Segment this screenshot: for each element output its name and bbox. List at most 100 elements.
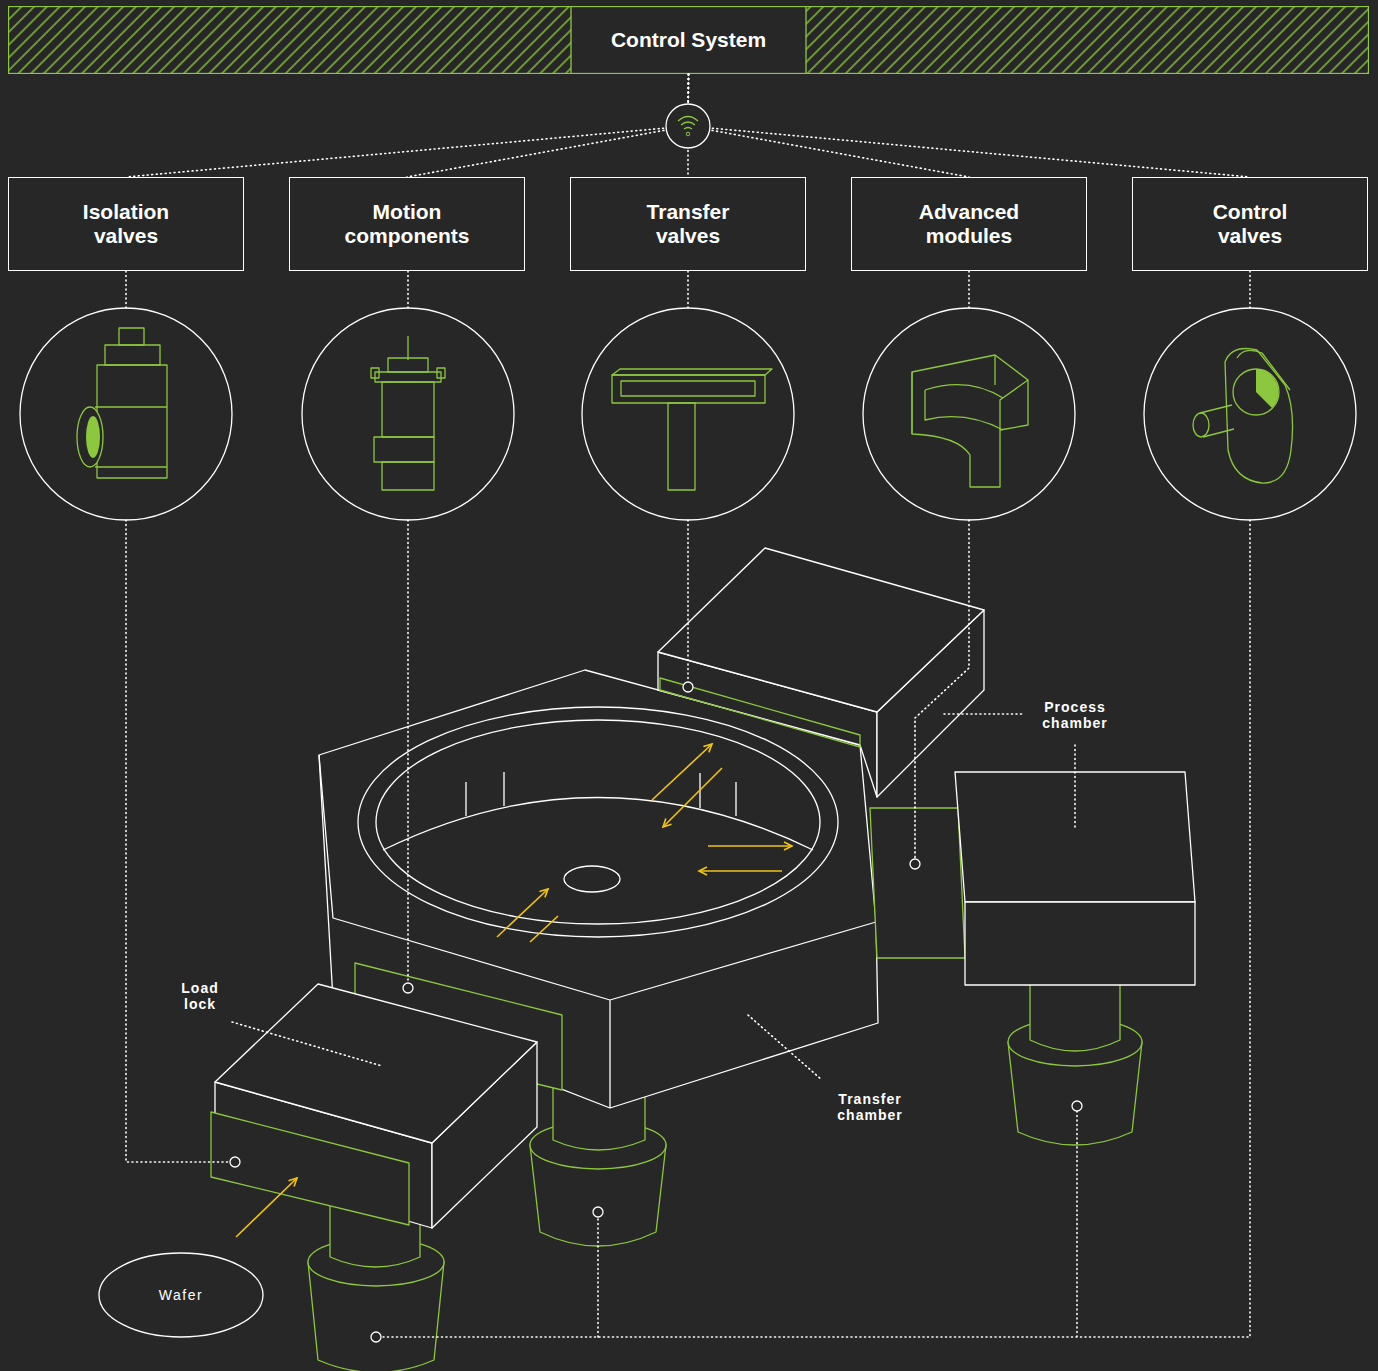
dotted-connector <box>688 74 1250 177</box>
ellipse-shape <box>99 1253 263 1337</box>
transfer-valve-icon <box>612 369 772 490</box>
upper-process-chamber <box>658 548 984 712</box>
control-valve-icon <box>1200 405 1234 437</box>
title-holder: Control System <box>571 6 806 74</box>
leader-lines <box>126 520 229 1162</box>
component-circles <box>863 308 1075 520</box>
component-box: Transfer valves <box>570 177 806 271</box>
motion-arrows <box>236 744 792 1237</box>
right-process-chamber <box>870 772 1195 985</box>
motion-arrows <box>663 768 722 827</box>
connection-points <box>230 1157 240 1167</box>
wifi-symbol <box>684 128 692 130</box>
node-label: Isolation valves <box>83 200 169 248</box>
transfer-chamber <box>376 720 820 924</box>
connection-points <box>593 1207 603 1217</box>
wifi-symbol <box>678 117 698 122</box>
motion-component-icon <box>388 358 428 372</box>
load-lock <box>211 1112 409 1225</box>
leader-lines <box>381 520 1250 1337</box>
transfer-chamber <box>564 866 620 892</box>
load-lock-pedestal <box>308 1205 444 1371</box>
process-pedestal <box>1030 980 1120 1051</box>
component-box: Isolation valves <box>8 177 244 271</box>
component-circles <box>582 308 794 520</box>
upper-process-chamber <box>660 678 860 747</box>
connection-points <box>230 682 1082 1342</box>
right-process-chamber <box>870 808 965 958</box>
connection-points <box>1072 1101 1082 1111</box>
leader-lines <box>915 520 969 859</box>
advanced-module-icon <box>912 355 1028 487</box>
motion-component-icon <box>374 437 434 462</box>
advanced-module-icon <box>912 372 1003 434</box>
part-label: Load lock <box>181 980 218 1012</box>
isolation-valve-icon <box>86 416 100 458</box>
node-label: Control valves <box>1213 200 1288 248</box>
leader-lines <box>748 1015 822 1080</box>
leader-lines <box>944 714 1075 830</box>
component-circles <box>302 308 514 520</box>
component-circles <box>1144 308 1356 520</box>
wifi-symbol <box>686 132 690 136</box>
wifi-symbol <box>681 122 695 125</box>
connection-points <box>910 859 920 869</box>
dotted-connector <box>126 74 689 177</box>
motion-component-icon <box>371 368 379 378</box>
leader-lines <box>687 520 689 682</box>
component-box: Advanced modules <box>851 177 1087 271</box>
part-label: Process chamber <box>1042 699 1107 731</box>
right-process-chamber <box>965 902 1195 985</box>
component-circles <box>20 308 1356 520</box>
title-panel <box>571 7 806 74</box>
advanced-module-icon <box>912 355 1028 487</box>
control-valve-icon <box>1256 369 1278 408</box>
leader-lines <box>126 271 1250 308</box>
node-label: Transfer valves <box>647 200 730 248</box>
isolation-valve-icon <box>97 365 167 478</box>
transfer-valve-icon <box>668 403 695 490</box>
component-box: Control valves <box>1132 177 1368 271</box>
control-valve-icon <box>1233 369 1279 415</box>
wifi-symbol <box>666 104 710 148</box>
leader-lines <box>232 1022 382 1066</box>
isolation-valve-icon <box>77 407 103 467</box>
transfer-chamber <box>383 798 813 851</box>
motion-arrows <box>708 845 792 847</box>
node-label: Control System <box>611 28 766 52</box>
motion-component-icon <box>437 368 445 378</box>
node-label: Motion components <box>345 200 470 248</box>
motion-component-icon <box>382 462 434 490</box>
motion-arrows <box>236 1178 297 1237</box>
component-circles <box>20 308 232 520</box>
advanced-module-icon <box>995 355 1028 430</box>
control-valve-icon <box>1225 349 1293 484</box>
control-valve-icon <box>1193 349 1293 484</box>
upper-process-chamber <box>658 548 984 797</box>
wifi-symbol <box>666 104 710 148</box>
dotted-connector <box>687 74 689 177</box>
isolation-valve-icon <box>95 407 167 467</box>
isolation-valve-icon <box>77 328 167 478</box>
node-label: Advanced modules <box>919 200 1019 248</box>
control-system-band: Control System <box>8 6 1369 74</box>
motion-arrows <box>652 744 712 800</box>
motion-component-icon <box>382 382 434 437</box>
connection-points <box>683 682 693 692</box>
load-lock <box>215 984 537 1143</box>
transfer-valve-icon <box>612 375 765 403</box>
process-pedestal <box>1008 980 1142 1145</box>
dotted-connector <box>688 74 969 177</box>
motion-component-icon <box>371 336 445 490</box>
transfer-pedestal <box>530 1085 666 1246</box>
part-label: Transfer chamber <box>837 1091 902 1123</box>
load-lock <box>211 963 562 1228</box>
leader-lines <box>126 271 1250 1337</box>
connection-points <box>403 983 413 993</box>
isolation-valve-icon <box>105 345 160 365</box>
transfer-valve-icon <box>612 369 772 375</box>
hatch-fill <box>9 7 1369 74</box>
control-valve-icon <box>1193 413 1209 437</box>
